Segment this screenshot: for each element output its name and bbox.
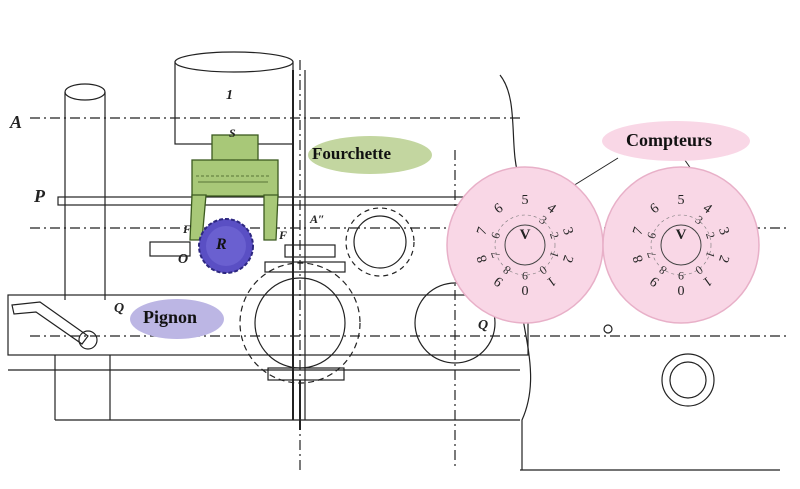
fourchette-label: Fourchette (312, 144, 391, 163)
letter-f-left: F (183, 222, 192, 236)
lower-bar-q (7, 294, 529, 356)
counter-left-digit: 3 (559, 226, 575, 237)
letter-a-double: A″ (310, 212, 325, 226)
counter-left-digit: 5 (522, 193, 529, 208)
counter-left-digit: 8 (475, 253, 491, 264)
counter-left (446, 166, 604, 324)
counter-left-digit: 2 (559, 253, 575, 264)
counter-left-digit: 0 (522, 282, 529, 297)
letter-o: O (178, 252, 189, 267)
pignon-label: Pignon (143, 307, 198, 327)
counter-right-digit: 7 (631, 226, 647, 237)
counter-right-inner-digit: 6 (644, 230, 659, 240)
letter-p: P (34, 186, 45, 206)
letter-a-left: A (10, 112, 23, 132)
compteurs-label: Compteurs (626, 130, 712, 150)
counter-right-inner-digit: 9 (678, 269, 684, 283)
counter-left-inner-digit: 2 (547, 230, 562, 240)
pignon-bubble (130, 299, 224, 339)
compteurs-bubble (602, 121, 750, 161)
counter-right-digit: 3 (715, 226, 731, 237)
counter-left-inner-digit: 9 (522, 269, 528, 283)
counter-right-digit: 0 (678, 282, 685, 297)
counter-right (602, 166, 760, 324)
letter-s: S (229, 126, 236, 140)
crank-handle (11, 301, 89, 345)
counter-right-digit: 8 (631, 253, 647, 264)
counter-right-digit: 5 (678, 193, 685, 208)
counter-right-digit: 2 (715, 253, 731, 264)
counter-left-digit: 7 (475, 226, 491, 237)
letter-q-left: Q (114, 301, 125, 316)
letter-r: R (216, 236, 227, 253)
fourchette-bubble (308, 136, 432, 174)
letter-f-right: F (279, 228, 288, 242)
counter-left-inner-digit: 6 (488, 230, 503, 240)
left-cylinder (64, 92, 106, 300)
fork-part (189, 134, 279, 241)
counter-right-pointer: V (676, 227, 687, 243)
counter-left-inner-digit: 7 (488, 250, 503, 260)
counter-right-inner-digit: 7 (644, 250, 659, 260)
counter-right-inner-digit: 2 (703, 230, 718, 240)
letter-q-mid: Q (478, 318, 489, 333)
counter-left-pointer: V (520, 227, 531, 243)
pinion-gear (198, 218, 254, 274)
central-wheel (254, 277, 346, 369)
counter-right-inner-digit: 1 (703, 250, 718, 260)
letter-one: 1 (226, 88, 233, 103)
counter-left-inner-digit: 1 (547, 250, 562, 260)
